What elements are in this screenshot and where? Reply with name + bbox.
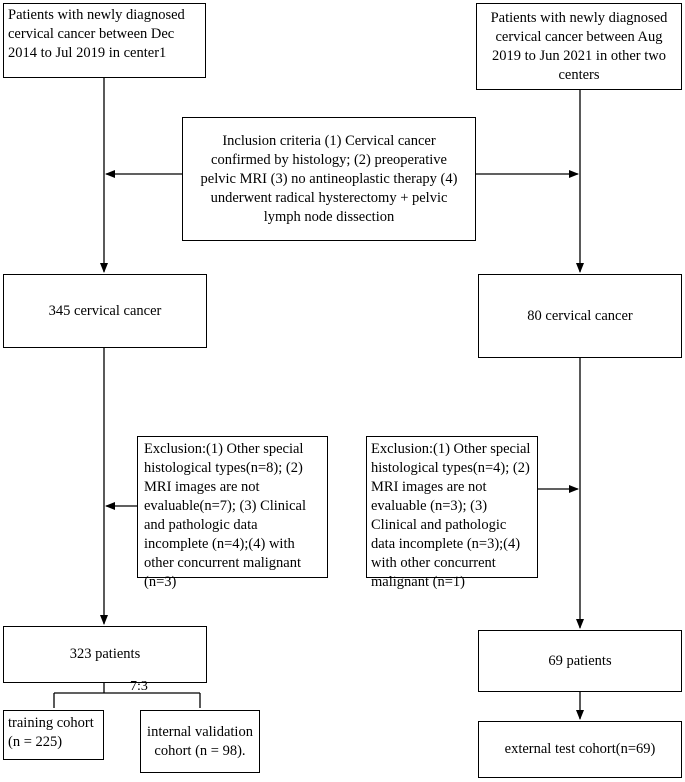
inclusion-criteria-box: Inclusion criteria (1) Cervical cancer c… <box>182 117 476 241</box>
internal-validation-box: internal validation cohort (n = 98). <box>140 710 260 773</box>
right-final-text: 69 patients <box>548 652 612 669</box>
training-cohort-box: training cohort (n = 225) <box>3 710 104 760</box>
right-final-box: 69 patients <box>478 630 682 692</box>
source-box-center1: Patients with newly diagnosed cervical c… <box>3 3 206 78</box>
source-other-centers-text: Patients with newly diagnosed cervical c… <box>490 9 668 83</box>
exclusion-box-left: Exclusion:(1) Other special histological… <box>137 436 328 590</box>
right-count-box: 80 cervical cancer <box>478 274 682 358</box>
external-test-text: external test cohort(n=69) <box>504 741 656 757</box>
external-test-box: external test cohort(n=69) <box>478 721 682 778</box>
right-count-text: 80 cervical cancer <box>527 307 633 324</box>
source-box-other-centers: Patients with newly diagnosed cervical c… <box>476 3 682 90</box>
internal-validation-text: internal validation cohort (n = 98). <box>147 723 253 759</box>
split-ratio-label: 7:3 <box>130 679 148 694</box>
source-center1-text: Patients with newly diagnosed cervical c… <box>8 7 185 61</box>
left-final-text: 323 patients <box>69 646 141 662</box>
left-final-box: 323 patients <box>3 626 207 683</box>
inclusion-criteria-text: Inclusion criteria (1) Cervical cancer c… <box>200 132 458 225</box>
exclusion-box-right: Exclusion:(1) Other special histological… <box>366 436 538 590</box>
left-count-text: 345 cervical cancer <box>48 302 162 319</box>
training-cohort-text: training cohort (n = 225) <box>8 715 94 750</box>
left-count-box: 345 cervical cancer <box>3 274 207 348</box>
exclusion-right-text: Exclusion:(1) Other special histological… <box>371 441 531 590</box>
exclusion-left-text: Exclusion:(1) Other special histological… <box>144 441 306 590</box>
